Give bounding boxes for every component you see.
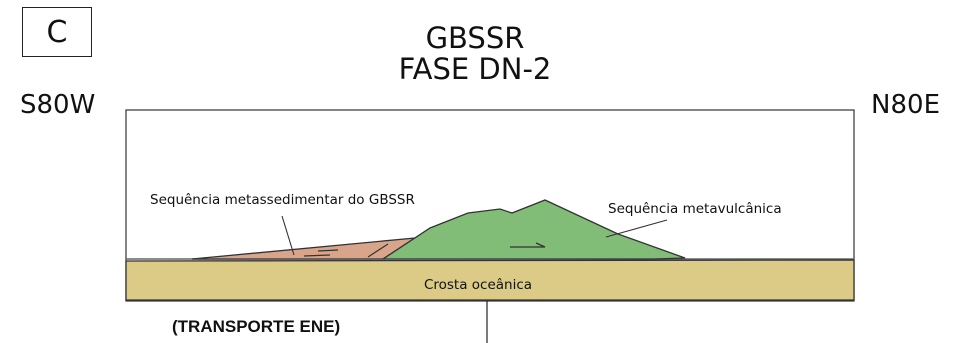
direction-west-label: S80W	[20, 90, 96, 120]
transport-label: (TRANSPORTE ENE)	[172, 317, 341, 336]
metasedimentary-leader-line	[281, 215, 295, 256]
panel-label: C	[22, 7, 92, 57]
oceanic-crust-label: Crosta oceânica	[424, 277, 532, 293]
metavolcanic-wedge	[380, 199, 686, 260]
metavolcanic-label: Sequência metavulcânica	[608, 201, 782, 217]
volcanic-shear-arrow	[510, 242, 546, 248]
metasedimentary-label: Sequência metassedimentar do GBSSR	[150, 192, 415, 208]
section-frame	[125, 109, 855, 302]
oceanic-crust-layer	[125, 259, 855, 301]
direction-east-label: N80E	[871, 90, 940, 120]
diagram-subtitle: FASE DN-2	[398, 52, 552, 86]
sedimentary-thrust-line	[367, 243, 389, 258]
metavolcanic-leader-line	[605, 219, 668, 238]
sedimentary-shear-arrow	[303, 249, 339, 257]
diagram-title: GBSSR	[425, 21, 525, 55]
